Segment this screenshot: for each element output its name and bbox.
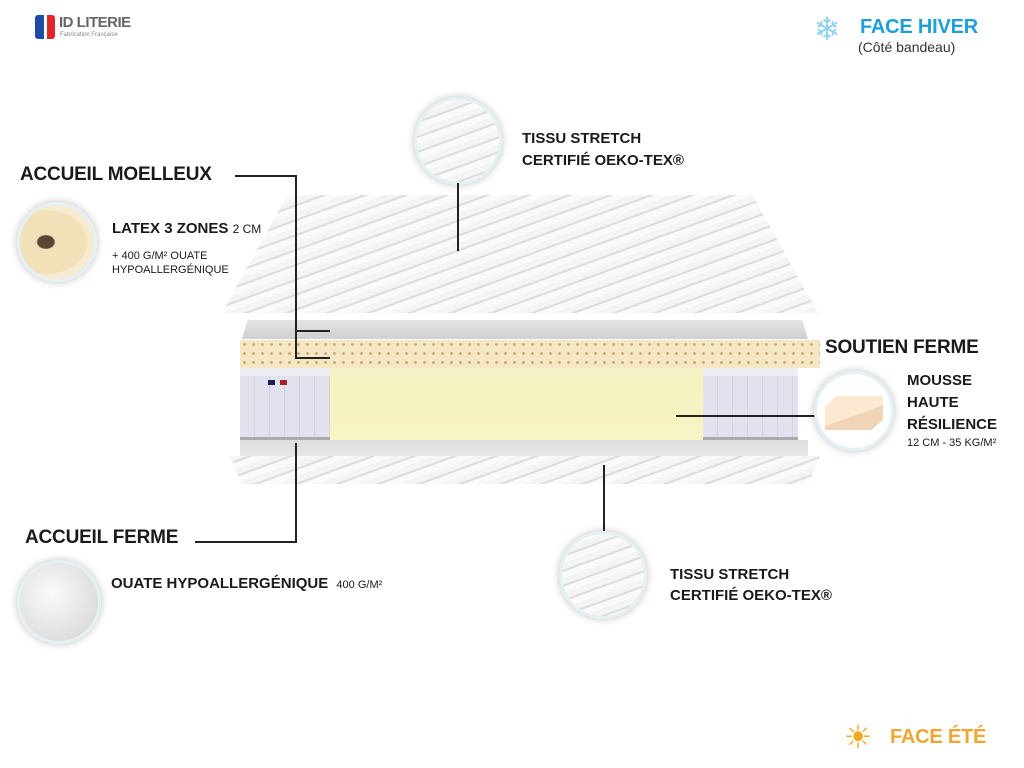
latex-swatch: [17, 202, 97, 282]
wadding-weight: 400 G/M²: [336, 579, 383, 591]
sun-icon: ☀: [843, 719, 873, 755]
brand-tagline: Fabrication Française: [60, 32, 118, 38]
top-fabric-swatch: [414, 97, 502, 185]
connector-line: [295, 357, 330, 359]
flag-logo-icon: [35, 15, 55, 39]
top-wadding-layer: [242, 320, 808, 339]
connector-line: [295, 330, 330, 332]
foam-core: [330, 368, 703, 440]
latex-layer: [240, 340, 820, 368]
latex-detail-2: HYPOALLERGÉNIQUE: [112, 264, 229, 276]
bottom-fabric-line1: TISSU STRETCH: [670, 566, 790, 583]
foam-line1: MOUSSE: [907, 372, 973, 389]
wadding-material-label: OUATE HYPOALLERGÉNIQUE: [111, 575, 329, 592]
latex-material-label: LATEX 3 ZONES: [112, 220, 229, 237]
connector-line: [295, 175, 297, 359]
accueil-moelleux-heading: ACCUEIL MOELLEUX: [20, 164, 212, 185]
foam-swatch: [814, 371, 894, 451]
connector-line: [295, 443, 297, 543]
soutien-ferme-heading: SOUTIEN FERME: [825, 337, 979, 358]
connector-line: [235, 175, 297, 177]
latex-detail-1: + 400 G/M² OUATE: [112, 250, 208, 262]
foam-line2: HAUTE: [907, 394, 959, 411]
face-hiver-title: FACE HIVER: [860, 16, 979, 38]
top-fabric-line2: CERTIFIÉ OEKO-TEX®: [522, 152, 684, 169]
snowflake-icon: ❄: [813, 11, 841, 47]
brand-logo: ID LITERIE Fabrication Française: [35, 14, 145, 42]
connector-line: [676, 415, 816, 417]
latex-material: LATEX 3 ZONES 2 CM: [112, 220, 261, 237]
wadding-swatch: [17, 560, 101, 644]
wadding-material: OUATE HYPOALLERGÉNIQUE 400 G/M²: [111, 575, 382, 592]
bottom-fabric-line2: CERTIFIÉ OEKO-TEX®: [670, 587, 832, 604]
accueil-ferme-heading: ACCUEIL FERME: [25, 527, 179, 548]
top-quilted-layer: [222, 195, 818, 313]
side-band-left: [240, 368, 330, 440]
foam-line3: RÉSILIENCE: [907, 416, 998, 433]
bottom-quilted-layer: [230, 456, 820, 484]
bottom-wadding-layer: [240, 440, 808, 456]
top-fabric-line1: TISSU STRETCH: [522, 130, 642, 147]
brand-name: ID LITERIE: [59, 14, 131, 31]
face-hiver-subtitle: (Côté bandeau): [858, 39, 956, 55]
label-tag-blue: [268, 380, 275, 385]
connector-line: [457, 183, 459, 251]
connector-line: [603, 465, 605, 531]
label-tag-red: [280, 380, 287, 385]
bottom-fabric-swatch: [559, 531, 647, 619]
latex-thickness: 2 CM: [232, 222, 262, 236]
side-band-right: [703, 368, 798, 440]
foam-spec: 12 CM - 35 KG/M²: [907, 437, 997, 449]
connector-line: [195, 541, 297, 543]
face-ete-title: FACE ÉTÉ: [890, 726, 987, 748]
foam-block-icon: [825, 396, 883, 430]
